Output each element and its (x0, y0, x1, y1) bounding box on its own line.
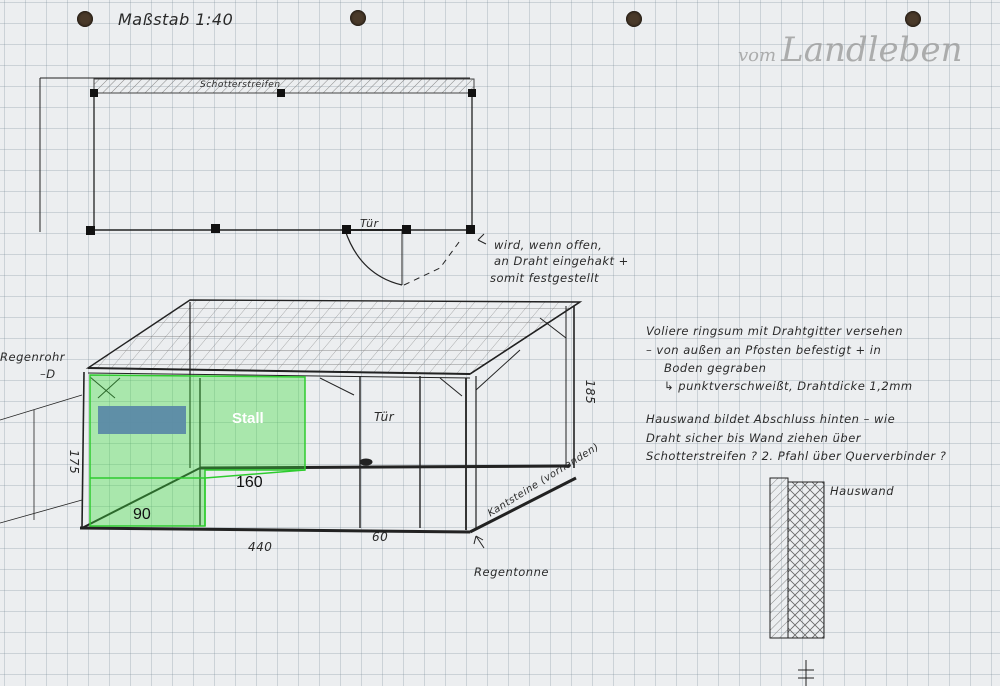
note-line-6: Draht sicher bis Wand ziehen über (646, 431, 862, 445)
house-wall-label: Hauswand (830, 484, 895, 498)
stall-overlay (89, 374, 306, 527)
gravel-strip-label: Schotterstreifen (200, 80, 281, 90)
note-line-4: ↳ punktverschweißt, Drahtdicke 1,2mm (664, 379, 913, 393)
dim-width: 440 (248, 540, 273, 554)
note-line-3: Boden gegraben (664, 361, 767, 375)
perspective-aviary (0, 299, 583, 549)
note-line-2: – von außen an Pfosten befestigt + in (646, 343, 882, 357)
punch-hole (77, 11, 93, 27)
plan-door-label: Tür (360, 217, 379, 230)
floor-plan (39, 77, 487, 286)
note-line-5: Hauswand bildet Abschluss hinten – wie (646, 412, 896, 426)
door-note-line-3: somit festgestellt (490, 271, 600, 285)
logo-large-text: Landleben (781, 30, 963, 70)
logo-small-text: vom (738, 45, 777, 66)
gutter-arrow: –D (40, 367, 56, 381)
stall-label: Stall (232, 410, 264, 427)
logo-watermark: vom Landleben (738, 30, 962, 70)
house-wall-section (769, 477, 825, 686)
note-line-7: Schotterstreifen ? 2. Pfahl über Querver… (646, 449, 947, 463)
scale-label: Maßstab 1:40 (118, 10, 234, 29)
persp-door-label: Tür (374, 410, 395, 424)
dim-stall-depth: 160 (236, 474, 263, 491)
dim-stall-width: 90 (133, 506, 151, 523)
gutter-label: Regenrohr (0, 350, 66, 364)
punch-hole (905, 11, 921, 27)
door-note-line-2: an Draht eingehakt + (494, 254, 629, 268)
punch-hole (350, 10, 366, 26)
dim-height-right: 185 (583, 379, 598, 405)
punch-hole (626, 11, 642, 27)
dim-side: 60 (372, 530, 389, 544)
dim-height-left: 175 (67, 449, 82, 475)
rain-barrel-label: Regentonne (474, 565, 549, 579)
door-note-line-1: wird, wenn offen, (494, 238, 603, 252)
note-line-1: Voliere ringsum mit Drahtgitter versehen (646, 324, 904, 338)
